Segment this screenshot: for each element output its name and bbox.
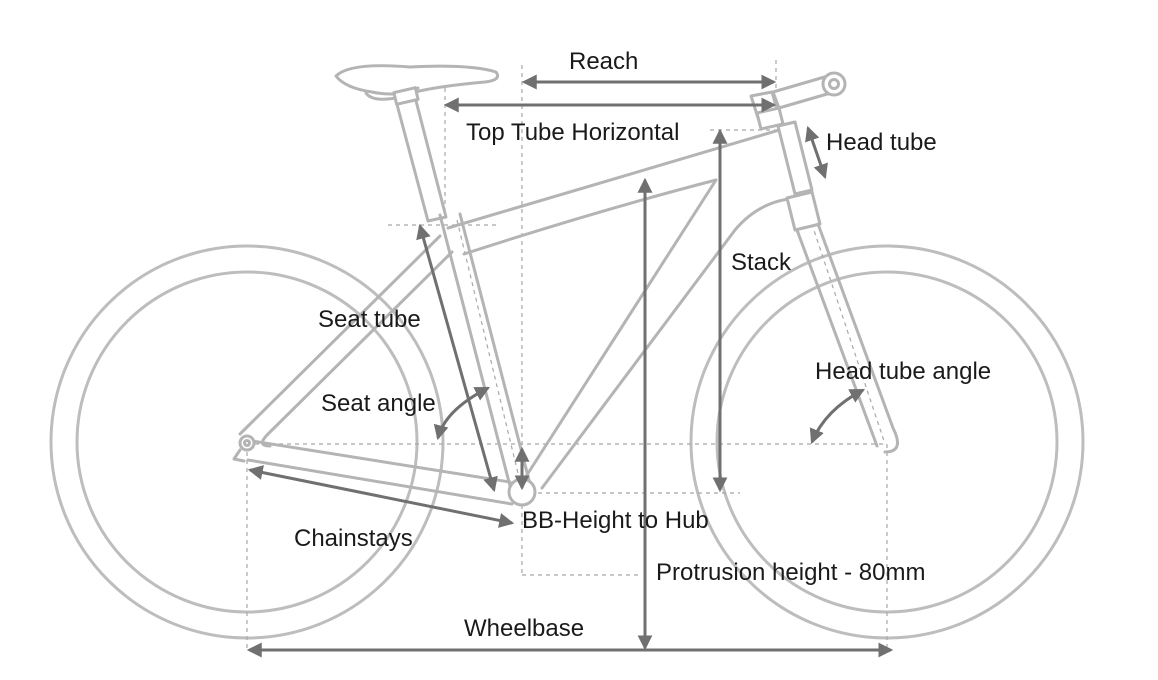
chainstays-arrow <box>247 465 515 528</box>
head-tube <box>776 120 814 196</box>
stack-label: Stack <box>731 249 792 276</box>
seat-tube-arrow <box>416 223 498 493</box>
head-angle-arrow <box>809 388 865 445</box>
wheelbase-label: Wheelbase <box>464 615 584 642</box>
seatpost <box>393 91 448 223</box>
seat-stay <box>238 234 442 436</box>
labels: Reach Top Tube Horizontal Head tube Stac… <box>294 48 991 642</box>
seat-tube-label: Seat tube <box>318 306 421 333</box>
down-tube <box>523 178 718 480</box>
reach-label: Reach <box>569 48 638 75</box>
seat-angle-arrow <box>433 386 491 441</box>
fork-crown <box>785 190 822 232</box>
handlebar <box>821 71 847 97</box>
bb-height-label: BB-Height to Hub <box>522 507 709 534</box>
seat-angle-label: Seat angle <box>321 390 436 417</box>
saddle <box>334 64 500 96</box>
top-tube-horizontal-label: Top Tube Horizontal <box>466 119 679 146</box>
head-tube-arrow <box>805 125 828 180</box>
dimension-arrows <box>246 74 894 658</box>
protrusion-height-label: Protrusion height - 80mm <box>656 559 925 586</box>
fork <box>795 228 879 448</box>
rear-dropout <box>238 434 256 452</box>
chainstays-label: Chainstays <box>294 525 413 552</box>
head-tube-angle-label: Head tube angle <box>815 358 991 385</box>
top-tube <box>446 126 788 230</box>
seat-tube <box>438 213 512 488</box>
head-tube-label: Head tube <box>826 129 937 156</box>
